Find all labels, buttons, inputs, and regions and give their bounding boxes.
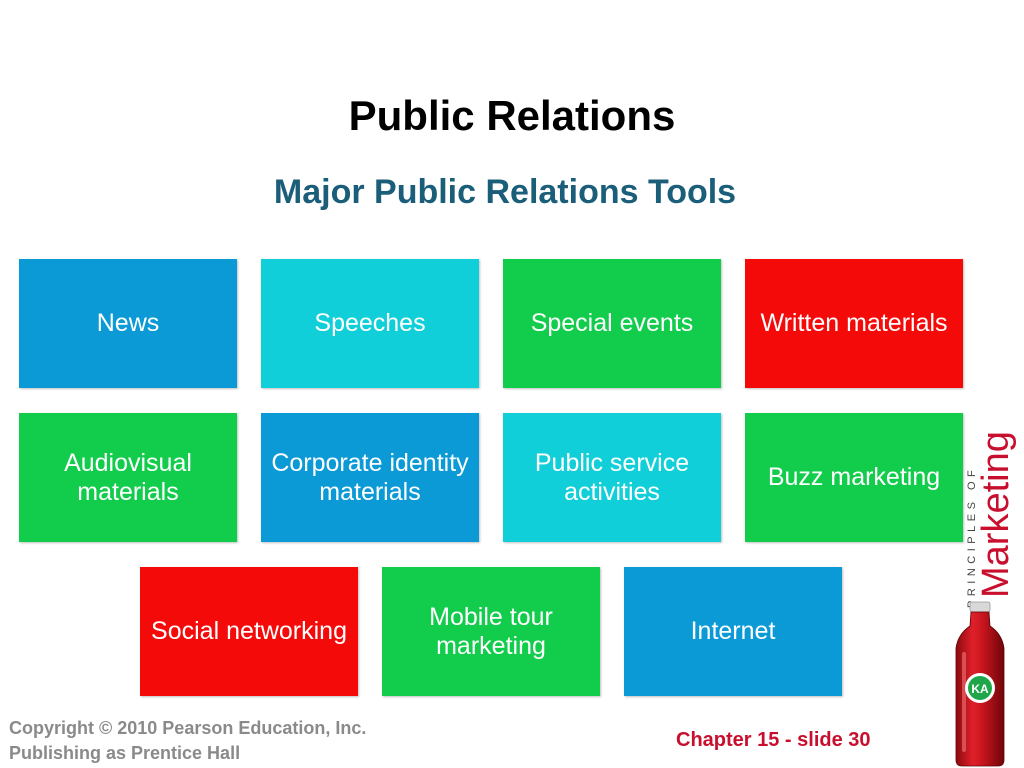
tile-label: Written materials [760,309,948,337]
tile-mobile-tour-marketing: Mobile tour marketing [382,567,600,696]
slide-number: Chapter 15 - slide 30 [676,729,871,751]
slide-subtitle: Major Public Relations Tools [273,173,737,211]
tile-speeches: Speeches [261,259,479,388]
tile-internet: Internet [624,567,842,696]
tile-label: Mobile tour marketing [429,602,553,660]
bottle-logo-text: KA [971,682,989,696]
tile-news: News [19,259,237,388]
tile-label: Internet [690,617,776,645]
tile-label: Buzz marketing [767,463,941,491]
tile-special-events: Special events [503,259,721,388]
publisher-line: Publishing as Prentice Hall [9,743,241,763]
tile-corporate-identity-materials: Corporate identity materials [261,413,479,542]
tile-public-service-activities: Public service activities [503,413,721,542]
principles-of-text: PRINCIPLES OF [966,466,978,608]
marketing-text: Marketing [975,431,1017,598]
tile-social-networking: Social networking [140,567,358,696]
juice-bottle-image: KA [955,601,1005,767]
tile-label: Speeches [314,309,426,337]
tile-label: News [96,309,160,337]
tile-label: Corporate identity materials [271,448,469,506]
copyright-notice: Copyright © 2010 Pearson Education, Inc.… [9,716,366,766]
tile-audiovisual-materials: Audiovisual materials [19,413,237,542]
tile-buzz-marketing: Buzz marketing [745,413,963,542]
tile-label: Audiovisual materials [64,448,192,506]
tile-label: Public service activities [534,448,690,506]
slide-title: Public Relations [348,92,676,139]
principles-of-marketing-logo: PRINCIPLES OF Marketing [966,431,1017,608]
tile-written-materials: Written materials [745,259,963,388]
tile-label: Special events [530,309,694,337]
tile-label: Social networking [151,617,347,645]
copyright-line: Copyright © 2010 Pearson Education, Inc. [9,718,367,738]
